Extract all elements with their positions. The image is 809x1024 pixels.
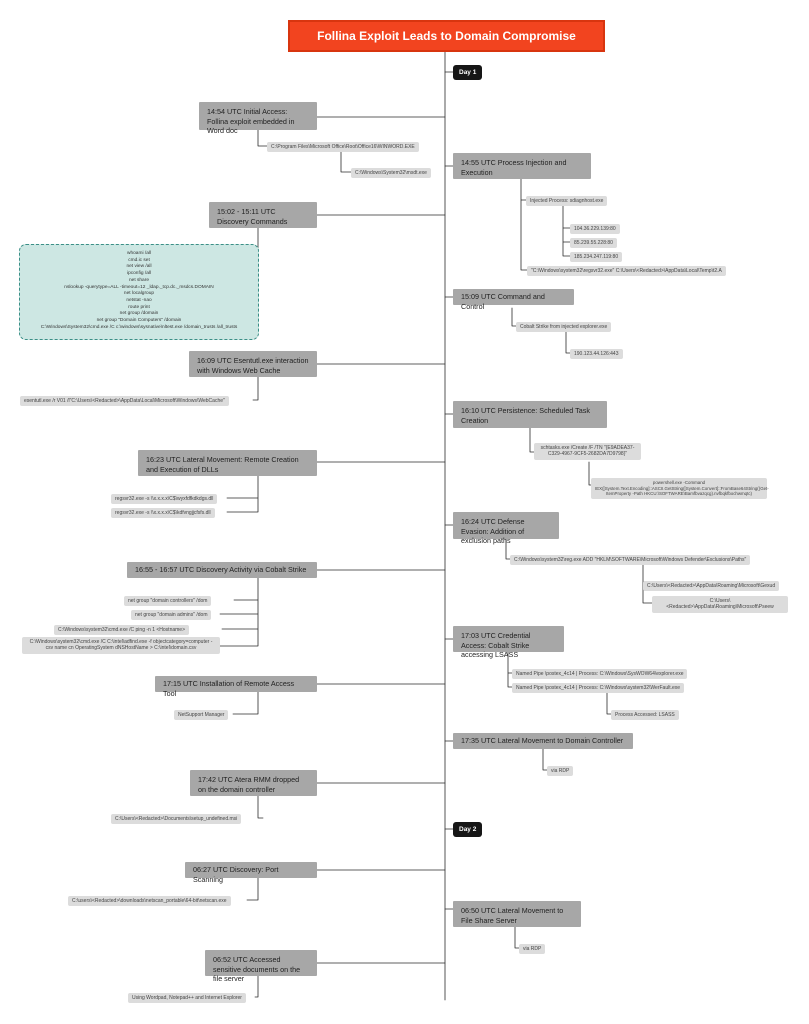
event-lateral-movement-dlls: 16:23 UTC Lateral Movement: Remote Creat…	[138, 450, 317, 476]
event-remote-access-tool: 17:15 UTC Installation of Remote Access …	[155, 676, 317, 698]
event-lateral-movement-dc: 17:35 UTC Lateral Movement to Domain Con…	[453, 733, 633, 749]
detail-reg-add-exclusion: C:\Windows\system32\reg.exe ADD "HKLM\SO…	[510, 555, 751, 566]
event-defense-evasion: 16:24 UTC Defense Evasion: Addition of e…	[453, 512, 559, 545]
event-credential-access: 17:03 UTC Credential Access: Cobalt Stri…	[453, 626, 564, 659]
detail-via-rdp-fileshare: via RDP	[519, 944, 546, 955]
detail-cobalt-strike-explorer: Cobalt Strike from injected explorer.exe	[516, 322, 612, 333]
detail-named-pipe-2: Named Pipe \postex_4c14 | Process: C:\Wi…	[512, 683, 685, 694]
event-file-share-server: 06:50 UTC Lateral Movement to File Share…	[453, 901, 581, 927]
detail-atera-msi: C:\Users\<Redacted>\Documents\setup_unde…	[111, 814, 242, 825]
detail-regsvr32: "C:\Windows\system32\regsvr32.exe" C:\Us…	[527, 266, 726, 277]
command-line: net localgroup	[123, 291, 155, 297]
detail-exclusion-path-2: C:\Users\<Redacted>\AppData\Roaming\Micr…	[652, 596, 788, 613]
event-command-and-control: 15:09 UTC Command and Control	[453, 289, 574, 311]
detail-adfind-command: C:\Windows\system32\cmd.exe /C C:\intel\…	[22, 637, 220, 654]
detail-net-group-da: net group "domain admins" /dom	[131, 610, 212, 621]
day-2-marker: Day 2	[453, 822, 483, 837]
detail-c2-ip: 190.123.44.126:443	[570, 349, 623, 360]
detail-regsvr-dll-2: regsvr32.exe -s \\x.x.x.x\C$\kdfvngjjcfs…	[111, 508, 215, 519]
command-line: net group "Domain Computers" /domain	[96, 318, 182, 324]
detail-netsupport: NetSupport Manager	[174, 710, 229, 721]
detail-schtasks: schtasks.exe /Create /F /TN "{E9ADEA37-C…	[534, 443, 641, 460]
event-cobalt-strike-discovery: 16:55 - 16:57 UTC Discovery Activity via…	[127, 562, 317, 578]
detail-winword: C:\Program Files\Microsoft Office\Root\O…	[267, 142, 419, 153]
detail-ip-3: 185.234.247.119:80	[570, 252, 623, 263]
detail-applications-used: Using Wordpad, Notepad++ and Internet Ex…	[128, 993, 246, 1004]
detail-named-pipe-1: Named Pipe \postex_4c14 | Process: C:\Wi…	[512, 669, 688, 680]
command-line: C:\Windows\System32\cmd.exe /C c:\window…	[40, 324, 238, 330]
command-line: cmd.ic set	[128, 257, 150, 263]
command-line: net group /domain	[119, 311, 159, 317]
detail-regsvr-dll-1: regsvr32.exe -s \\x.x.x.x\C$\wyxfdfkdkdg…	[111, 494, 218, 505]
detail-netscan: C:\users\<Redacted>\downloads\netscan_po…	[68, 896, 231, 907]
command-line: netstat -nao	[126, 297, 152, 303]
event-discovery-commands: 15:02 - 15:11 UTC Discovery Commands	[209, 202, 317, 228]
detail-ping-command: C:\Windows\system32\cmd.exe /C ping -n 1…	[54, 625, 189, 636]
detail-esentutl-command: esentutl.exe /r V01 /l"C:\Users\<Redacte…	[20, 396, 229, 407]
event-sensitive-documents: 06:52 UTC Accessed sensitive documents o…	[205, 950, 317, 983]
event-process-injection: 14:55 UTC Process Injection and Executio…	[453, 153, 591, 179]
detail-msdt: C:\Windows\System32\msdt.exe	[351, 168, 431, 179]
detail-ip-2: 85.239.55.228:80	[570, 238, 617, 249]
event-esentutl: 16:09 UTC Esentutl.exe interaction with …	[189, 351, 317, 377]
command-line: net share	[128, 277, 149, 283]
command-line: ipconfig /all	[127, 271, 151, 277]
command-line: nslookup -querytype=ALL -timeout=12 _lda…	[64, 284, 214, 290]
detail-exclusion-path-1: C:\Users\<Redacted>\AppData\Roaming\Micr…	[643, 581, 780, 592]
command-line: net view /all	[126, 264, 152, 270]
detail-ip-1: 104.36.229.139:80	[570, 224, 620, 235]
detail-powershell: powershell.exe -Command IEX([System.Text…	[591, 478, 769, 499]
discovery-commands-box: whoami /all cmd.ic set net view /all ipc…	[19, 244, 259, 340]
day-1-marker: Day 1	[453, 65, 483, 80]
detail-lsass: Process Accessed: LSASS	[611, 710, 679, 721]
detail-net-group-dc: net group "domain controllers" /dom	[124, 596, 212, 607]
event-port-scanning: 06:27 UTC Discovery: Port Scanning	[185, 862, 317, 884]
event-initial-access: 14:54 UTC Initial Access: Follina exploi…	[199, 102, 317, 135]
detail-injected-process: Injected Process: sdiagnhost.exe	[526, 196, 608, 207]
detail-via-rdp-dc: via RDP	[547, 766, 574, 777]
diagram-title: Follina Exploit Leads to Domain Compromi…	[288, 20, 605, 52]
event-scheduled-task: 16:10 UTC Persistence: Scheduled Task Cr…	[453, 401, 607, 428]
event-atera-rmm: 17:42 UTC Atera RMM dropped on the domai…	[190, 770, 317, 796]
command-line: route print	[128, 304, 150, 310]
command-line: whoami /all	[127, 251, 151, 256]
